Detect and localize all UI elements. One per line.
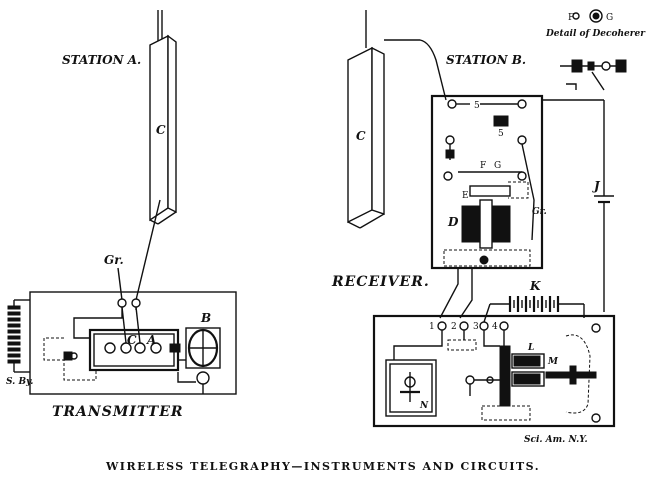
- terminal-row: 1 2 3 4: [429, 321, 509, 332]
- label-e: E: [462, 191, 469, 201]
- terminal-label: 3: [473, 322, 479, 332]
- transmitter-wire: [73, 307, 123, 339]
- label-l: L: [527, 343, 534, 353]
- engraver-credit: Sci. Am. N.Y.: [524, 435, 588, 445]
- label-m: M: [547, 357, 559, 367]
- label-5a: 5: [474, 101, 480, 111]
- terminal: [131, 298, 141, 308]
- terminal: [499, 321, 509, 331]
- battery-j-label: J: [592, 179, 601, 193]
- terminal-label: 4: [492, 322, 498, 332]
- battery-k: K: [483, 279, 585, 323]
- terminal: [459, 321, 469, 331]
- terminal: [479, 321, 489, 331]
- sounder-board: [372, 314, 616, 428]
- decoherer-detail: F G Detail of Decoherer: [545, 9, 646, 91]
- terminal: [117, 298, 127, 308]
- station-a-aerial-lead: [135, 199, 161, 301]
- terminal-label: 2: [451, 322, 457, 332]
- battery-label: S. By.: [6, 377, 33, 387]
- station-b: STATION B. C 5 5 F G: [331, 10, 616, 445]
- station-a-title: STATION A.: [62, 53, 141, 67]
- station-b-aerial-label: C: [356, 129, 366, 143]
- sending-key-b: B: [185, 311, 221, 394]
- receiver-title: RECEIVER.: [331, 274, 430, 290]
- terminal: [447, 99, 457, 109]
- detail-mark-f: F: [568, 13, 574, 23]
- relay-label-d: D: [447, 215, 459, 229]
- receiver-panel: [430, 94, 544, 270]
- station-a-ground-lead: [117, 267, 123, 301]
- station-b-aerial-plate: C: [347, 10, 385, 229]
- station-a-aerial-label: C: [156, 123, 166, 137]
- key-label-b: B: [200, 311, 211, 325]
- station-b-aerial-wire: [384, 39, 447, 101]
- label-n: N: [419, 401, 429, 411]
- station-a-aerial-plate: C: [149, 10, 177, 225]
- battery-k-label: K: [529, 279, 541, 293]
- detail-title: Detail of Decoherer: [545, 29, 646, 39]
- station-a: STATION A. C Gr.: [6, 10, 237, 420]
- transmitter-title: TRANSMITTER: [52, 404, 184, 420]
- induction-coil: C A: [88, 306, 181, 372]
- relay-d: E D: [447, 185, 511, 249]
- battery-j: J: [542, 99, 614, 312]
- transmitter-board: [29, 291, 237, 395]
- coil-letter-a: A: [146, 333, 156, 347]
- terminal-label: 1: [429, 322, 435, 332]
- station-a-battery: S. By.: [6, 299, 33, 387]
- station-b-ground-label: Gr.: [532, 207, 547, 217]
- detail-mark-g: G: [606, 13, 613, 23]
- sounder-lm: L M: [465, 334, 597, 421]
- receiver-lead: [439, 268, 459, 319]
- station-b-title: STATION B.: [446, 53, 526, 67]
- terminal: [517, 99, 527, 109]
- label-g: G: [494, 161, 501, 171]
- label-f: F: [480, 161, 486, 171]
- station-a-ground-label: Gr.: [104, 253, 124, 267]
- relay-contact: [493, 115, 509, 127]
- figure-caption: WIRELESS TELEGRAPHY—INSTRUMENTS AND CIRC…: [105, 460, 540, 473]
- label-5b: 5: [498, 129, 504, 139]
- coil-letter-c: C: [127, 333, 137, 347]
- relay-n: N: [385, 359, 437, 417]
- terminal: [437, 321, 447, 331]
